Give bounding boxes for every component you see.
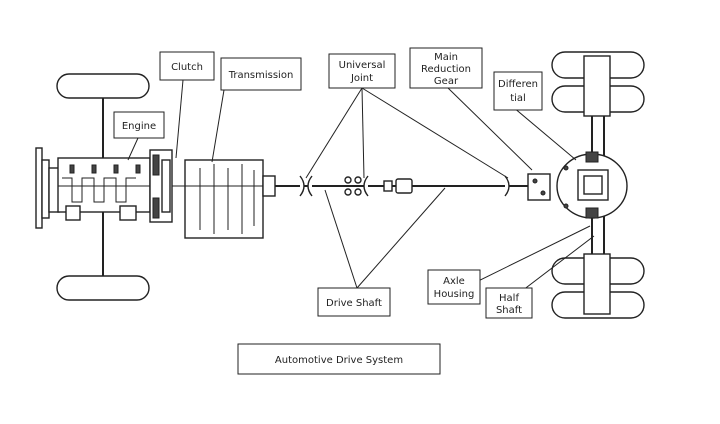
svg-text:Engine: Engine	[122, 121, 156, 132]
label-axle-housing: Axle Housing	[427, 269, 481, 305]
transmission-drawing	[184, 159, 276, 239]
universal-joint-1	[299, 175, 313, 197]
svg-text:Reduction: Reduction	[421, 64, 471, 75]
svg-text:Automotive Drive System: Automotive Drive System	[275, 355, 403, 366]
svg-text:Differen: Differen	[498, 79, 538, 90]
center-bearing	[383, 178, 413, 194]
svg-text:Main: Main	[434, 52, 458, 63]
diagram-title: Automotive Drive System	[237, 343, 441, 375]
svg-text:Transmission: Transmission	[228, 70, 294, 81]
front-left-wheel	[56, 73, 150, 99]
rear-wheels-bottom	[551, 253, 645, 319]
svg-text:Drive Shaft: Drive Shaft	[326, 298, 382, 309]
clutch-drawing	[149, 149, 185, 223]
svg-text:Shaft: Shaft	[496, 305, 522, 316]
label-drive-shaft: Drive Shaft	[317, 287, 391, 317]
pinion-flange	[527, 173, 551, 201]
rear-axle	[556, 58, 628, 312]
label-main-reduction-gear: Main Reduction Gear	[409, 47, 483, 89]
label-universal-joint: Universal Joint	[328, 53, 396, 89]
engine-drawing	[35, 147, 151, 229]
svg-text:Universal: Universal	[339, 60, 386, 71]
front-axle	[56, 73, 150, 301]
svg-text:Axle: Axle	[443, 276, 465, 287]
svg-text:Half: Half	[499, 293, 519, 304]
label-engine: Engine	[113, 111, 165, 139]
label-half-shaft: Half Shaft	[485, 287, 533, 319]
universal-joint-3	[504, 175, 510, 197]
svg-text:Gear: Gear	[434, 76, 459, 87]
rear-wheels-top	[551, 51, 645, 117]
label-differential: Differen tial	[493, 71, 543, 111]
svg-text:tial: tial	[510, 93, 526, 104]
universal-joint-2	[344, 175, 369, 197]
svg-text:Joint: Joint	[350, 73, 373, 84]
svg-text:Housing: Housing	[434, 289, 475, 300]
label-clutch: Clutch	[159, 51, 215, 81]
front-right-wheel	[56, 275, 150, 301]
label-transmission: Transmission	[220, 57, 302, 91]
svg-text:Clutch: Clutch	[171, 62, 203, 73]
